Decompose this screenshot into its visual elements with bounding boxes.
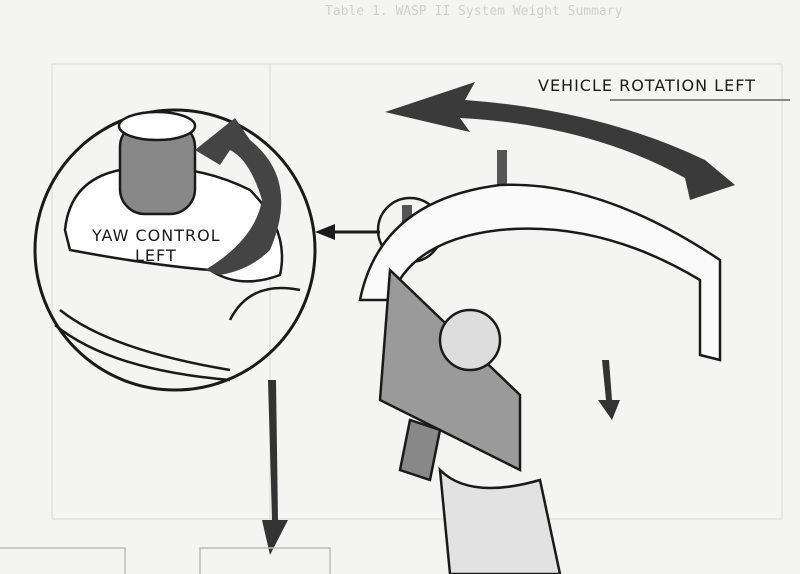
small-down-arrow: [598, 360, 620, 420]
ground-outline: [0, 547, 126, 574]
magnified-view-circle: [33, 108, 317, 392]
bleed-through-table-title: Table 1. WASP II System Weight Summary: [325, 4, 623, 19]
ground-outline-2: [199, 547, 331, 574]
nozzle-stud-top: [497, 150, 507, 190]
vehicle-rotation-label: VEHICLE ROTATION LEFT: [538, 76, 756, 95]
leader-arrowhead-icon: [315, 224, 335, 240]
yaw-control-label-line1: YAW CONTROL: [92, 226, 221, 245]
yaw-rotation-arrow: [195, 118, 282, 275]
wasp-vehicle: [358, 183, 722, 574]
yaw-control-detail: [54, 110, 301, 382]
yaw-control-label-line2: LEFT: [135, 246, 177, 265]
thrust-down-arrow: [262, 380, 288, 555]
vehicle-rotation-arrow: [385, 82, 735, 200]
